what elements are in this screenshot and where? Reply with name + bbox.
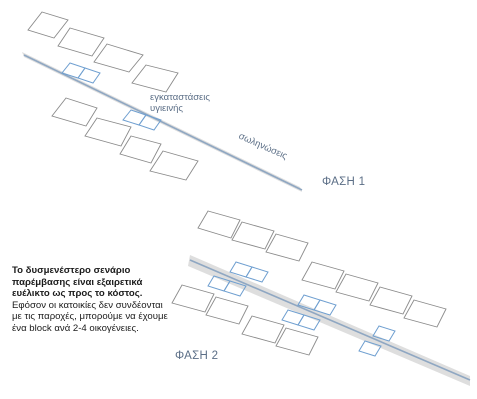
note-bold-text: Το δυσμενέστερο σενάριο παρέμβασης είναι… [12, 265, 143, 300]
housing-module [84, 117, 132, 147]
sanitary-unit [358, 340, 382, 357]
sanitary-unit [313, 299, 337, 316]
phase2-label: ΦΑΣΗ 2 [175, 350, 219, 362]
housing-module [149, 150, 199, 181]
housing-module [93, 43, 144, 73]
housing-module [403, 299, 447, 328]
sanitary-unit [297, 314, 321, 331]
phase1-pipe-line [23, 54, 303, 191]
housing-module [301, 261, 345, 290]
pipes-label: σωληνώσεις [237, 131, 289, 162]
housing-module [119, 135, 162, 164]
phase1-label: ΦΑΣΗ 1 [322, 176, 366, 188]
sanitary-facilities-label-line2: υγιεινής [150, 103, 183, 114]
phase2-group [171, 210, 471, 386]
housing-module [335, 273, 379, 302]
housing-module [27, 11, 69, 39]
housing-module [369, 286, 413, 315]
sanitary-unit [223, 280, 247, 297]
housing-module [51, 97, 98, 127]
housing-module [171, 284, 215, 313]
housing-module [57, 27, 105, 57]
phase1-group: εγκαταστάσεις υγιεινής σωληνώσεις [22, 11, 303, 192]
note-block: Το δυσμενέστερο σενάριο παρέμβασης είναι… [12, 265, 172, 335]
sanitary-unit [245, 266, 269, 283]
note-body-text: Εφόσον οι κατοικίες δεν συνδέονται με τι… [12, 299, 168, 334]
housing-module [241, 315, 285, 344]
housing-module [275, 327, 319, 356]
housing-module [197, 210, 241, 239]
housing-module [205, 296, 249, 325]
sanitary-facilities-label-line1: εγκαταστάσεις [150, 92, 210, 103]
phase2-pipe-line [189, 259, 471, 381]
sanitary-unit [372, 325, 396, 342]
sanitary-unit [138, 114, 162, 131]
housing-module [265, 233, 309, 262]
housing-module [131, 64, 179, 93]
housing-module [231, 221, 275, 250]
phase2-road-band [188, 255, 470, 386]
sanitary-unit [77, 67, 101, 84]
